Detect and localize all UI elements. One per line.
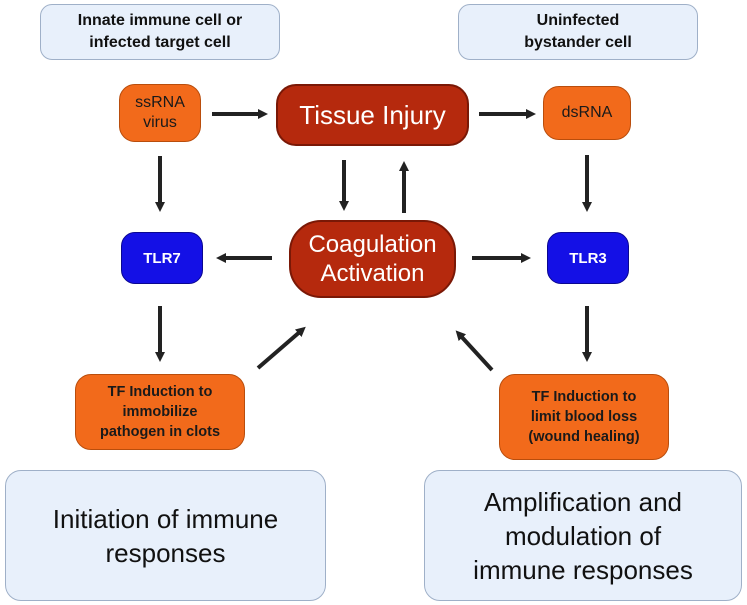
tf-induction-left-node: TF Induction to immobilize pathogen in c…	[75, 374, 245, 450]
tf-induction-right-node: TF Induction to limit blood loss (wound …	[499, 374, 669, 460]
dsrna-node: dsRNA	[543, 86, 631, 140]
bystander-cell-label: Uninfected bystander cell	[458, 4, 698, 60]
amplification-panel: Amplification and modulation of immune r…	[424, 470, 742, 601]
tlr3-node: TLR3	[547, 232, 629, 284]
innate-cell-label: Innate immune cell or infected target ce…	[40, 4, 280, 60]
initiation-panel: Initiation of immune responses	[5, 470, 326, 601]
arrow-tf-right-to-coagulation	[455, 330, 494, 372]
arrow-tf-left-to-coagulation	[256, 326, 306, 370]
ssrna-virus-node: ssRNA virus	[119, 84, 201, 142]
coagulation-activation-node: Coagulation Activation	[289, 220, 456, 298]
tissue-injury-node: Tissue Injury	[276, 84, 469, 146]
tlr7-node: TLR7	[121, 232, 203, 284]
